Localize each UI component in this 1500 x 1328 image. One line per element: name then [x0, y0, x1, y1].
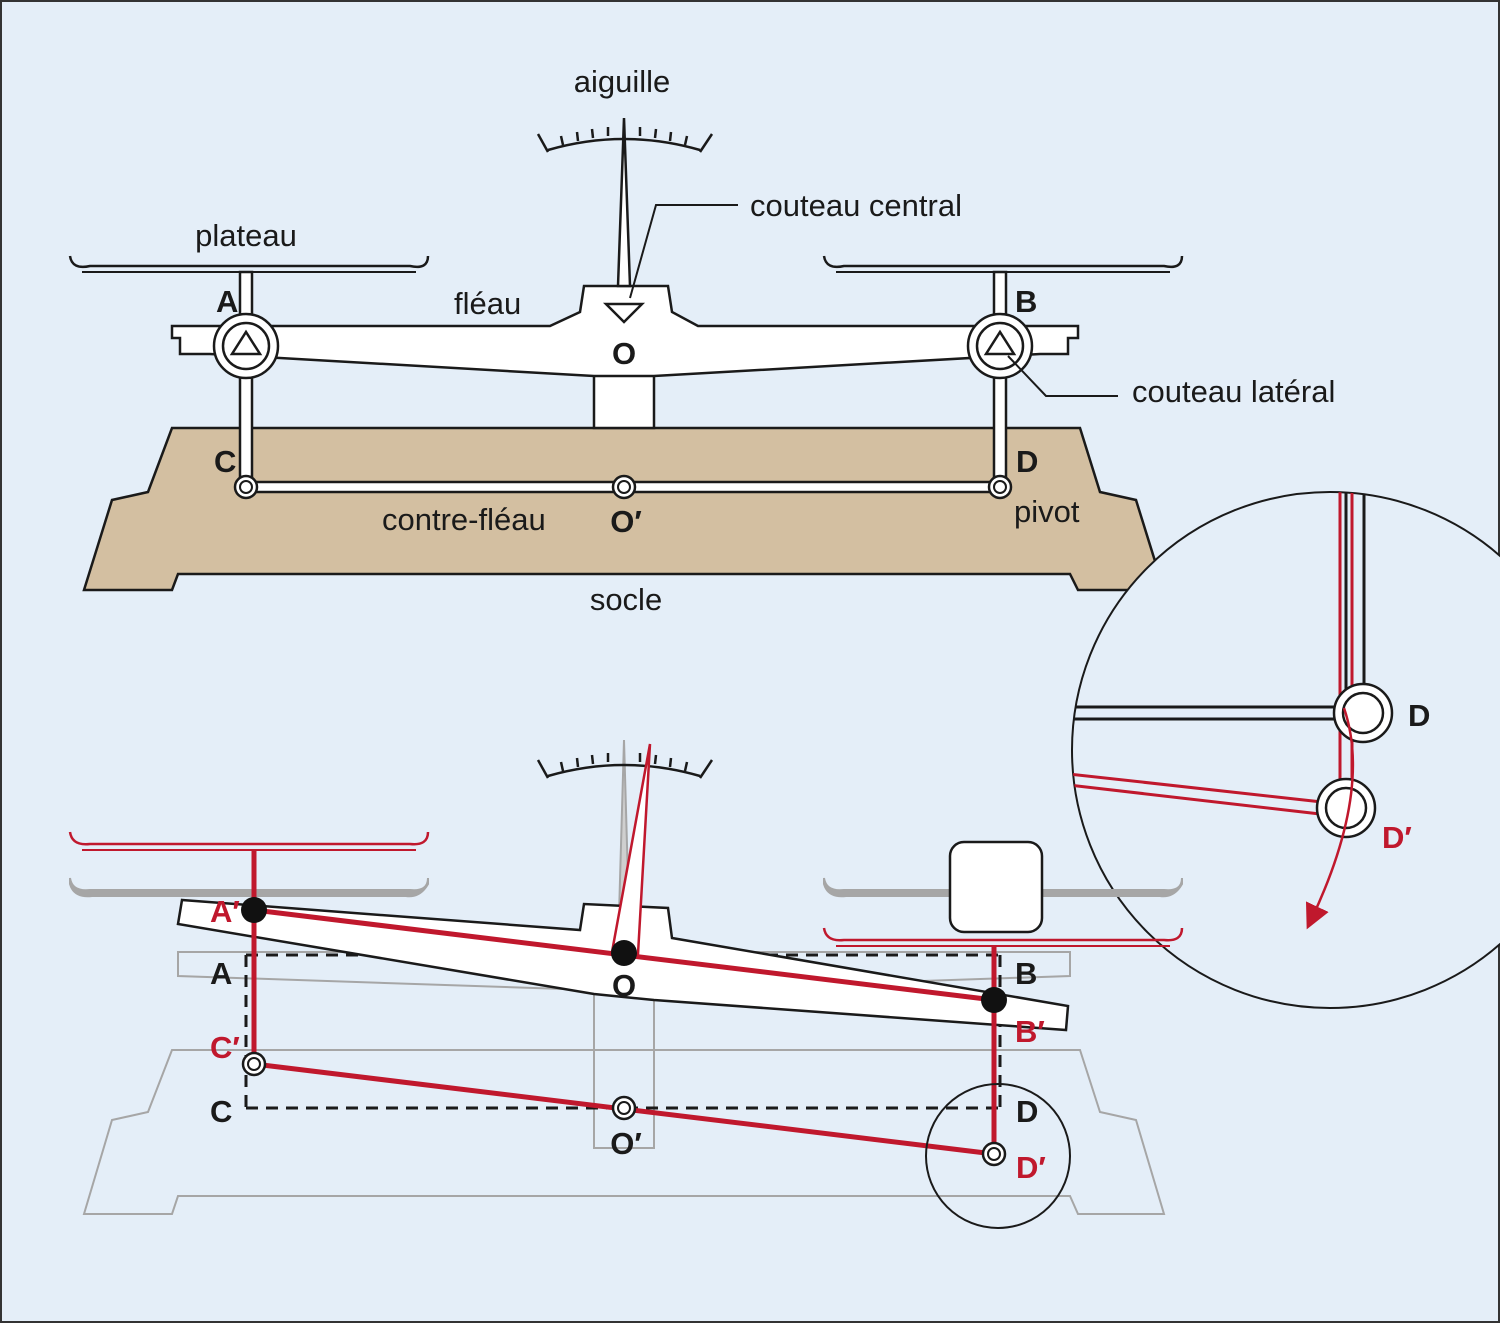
couteau-lateral-left — [212, 312, 280, 380]
point-B-prime: B′ — [1015, 1014, 1045, 1049]
rod-right — [992, 270, 1008, 492]
zoom-arrow — [1305, 707, 1355, 930]
red-plateau-right — [822, 927, 1184, 942]
label-fleau: fléau — [454, 286, 521, 321]
point-A: A — [216, 284, 238, 319]
dial-scale — [536, 127, 714, 153]
ghost-plateau-right — [823, 877, 1183, 898]
point-D: D — [1016, 444, 1038, 479]
point-A-bottom: A — [210, 956, 232, 991]
zoom-point-D-prime: D′ — [1382, 820, 1412, 855]
point-O-prime-bottom: O′ — [610, 1126, 642, 1161]
point-C: C — [214, 444, 236, 479]
label-aiguille: aiguille — [574, 64, 671, 99]
label-pivot: pivot — [1014, 494, 1080, 529]
balance-top: aiguille couteau central plateau fléau c… — [68, 64, 1335, 617]
point-B-bottom: B — [1015, 956, 1037, 991]
socle-shape — [82, 426, 1166, 592]
point-C-bottom: C — [210, 1094, 232, 1129]
label-couteau-central: couteau central — [750, 188, 962, 223]
joint-A-prime — [241, 897, 267, 923]
point-O-bottom: O — [612, 968, 636, 1003]
zoom-detail: D D′ — [1071, 491, 1500, 1009]
label-couteau-lateral: couteau latéral — [1132, 374, 1335, 409]
zoom-source-circle — [925, 1083, 1071, 1229]
label-socle: socle — [590, 582, 662, 617]
zoom-circle — [1071, 491, 1500, 1009]
point-O: O — [612, 336, 636, 371]
fleau-beam — [170, 284, 1080, 378]
zoom-point-D: D — [1408, 698, 1430, 733]
joint-B-prime — [981, 987, 1007, 1013]
label-plateau: plateau — [195, 218, 297, 253]
plateau-left — [68, 255, 430, 269]
leader-couteau-central — [629, 204, 738, 299]
couteau-lateral-right — [966, 312, 1034, 380]
ghost-plateau-left — [69, 877, 429, 898]
red-plateau-left — [68, 831, 430, 846]
weight-block — [948, 840, 1044, 934]
point-D-prime: D′ — [1016, 1150, 1046, 1185]
aiguille-needle — [616, 117, 632, 288]
ghost-socle — [82, 1049, 1166, 1215]
point-D-bottom: D — [1016, 1094, 1038, 1129]
balance-bottom: A′ A B B′ O C′ C D D′ O′ — [68, 739, 1184, 1229]
joint-O — [611, 940, 637, 966]
couteau-central-knife — [602, 302, 646, 324]
point-C-prime: C′ — [210, 1030, 240, 1065]
rod-left — [238, 270, 254, 492]
point-B: B — [1015, 284, 1037, 319]
point-A-prime: A′ — [210, 894, 240, 929]
leader-couteau-lateral — [1007, 355, 1118, 397]
dial-scale-bottom — [536, 753, 714, 779]
plateau-right — [822, 255, 1184, 269]
label-contre-fleau: contre-fléau — [382, 502, 546, 537]
point-O-prime: O′ — [610, 504, 642, 539]
